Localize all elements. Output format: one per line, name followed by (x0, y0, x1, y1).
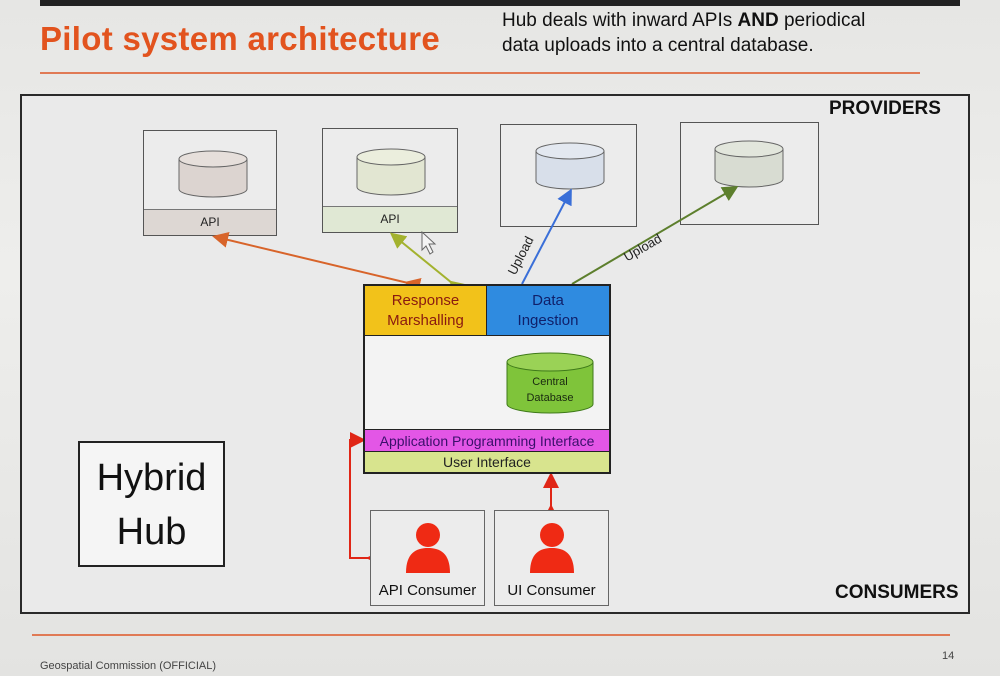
provider-upload-1 (500, 124, 637, 227)
central-database-line-1: Central (532, 376, 568, 388)
subtitle-bold: AND (737, 10, 779, 31)
consumers-label: CONSUMERS (835, 582, 959, 603)
provider-4-database-icon (714, 140, 784, 188)
data-ingestion-line-2: Ingestion (517, 311, 579, 329)
provider-2-database-icon (356, 148, 426, 196)
central-database-icon (506, 352, 594, 414)
provider-1-api-label: API (144, 209, 276, 235)
provider-api-2: API (322, 128, 458, 233)
header-divider (40, 72, 920, 74)
ui-consumer-person-icon (529, 523, 574, 573)
page-title: Pilot system architecture (40, 20, 440, 57)
api-consumer-label: API Consumer (378, 582, 477, 599)
provider-2-api-label: API (323, 206, 457, 232)
api-bar: Application Programming Interface (365, 429, 609, 451)
subtitle-text-2: periodical (778, 10, 866, 31)
central-database-line-2: Database (526, 392, 574, 404)
hybrid-hub-label: Hybrid Hub (78, 441, 225, 567)
data-ingestion-line-1: Data (532, 291, 564, 309)
page-number: 14 (942, 650, 955, 662)
hub-box: Response Marshalling Data Ingestion Cent… (363, 284, 611, 474)
hybrid-hub-line-1: Hybrid (96, 457, 207, 499)
response-marshalling-line-1: Response (391, 291, 460, 309)
ui-bar: User Interface (365, 451, 609, 472)
provider-api-1: API (143, 130, 277, 236)
subtitle-text-1: Hub deals with inward APIs (502, 10, 738, 31)
response-marshalling-line-2: Marshalling (387, 311, 464, 329)
provider-3-database-icon (535, 142, 605, 190)
hybrid-hub-line-2: Hub (116, 511, 187, 553)
mouse-cursor-icon (421, 230, 437, 255)
footer-note: Geospatial Commission (OFFICIAL) (40, 660, 217, 672)
footer-divider (32, 634, 950, 636)
ui-consumer: UI Consumer (494, 510, 609, 606)
page-subtitle: Hub deals with inward APIs AND periodica… (502, 8, 865, 58)
response-marshalling: Response Marshalling (365, 286, 487, 336)
providers-label: PROVIDERS (829, 98, 941, 119)
top-bar (40, 0, 960, 6)
ui-consumer-label: UI Consumer (507, 582, 596, 599)
subtitle-line-2: data uploads into a central database. (502, 35, 814, 56)
central-database-label: Central Database (505, 374, 595, 406)
provider-1-database-icon (178, 150, 248, 198)
data-ingestion: Data Ingestion (487, 286, 609, 336)
api-consumer-person-icon (405, 523, 450, 573)
api-consumer: API Consumer (370, 510, 485, 606)
